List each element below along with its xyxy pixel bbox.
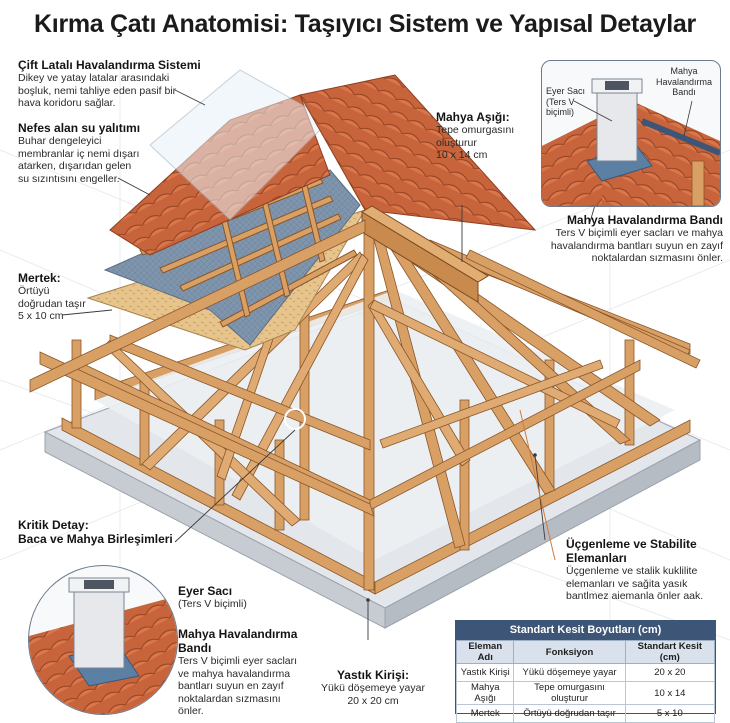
chimney-detail-circle <box>28 565 178 715</box>
inset-illustration <box>542 78 720 206</box>
table-row: Yastık Kirişi Yükü döşemeye yayar 20 x 2… <box>455 663 716 682</box>
header-element: Eleman Adı <box>455 640 515 664</box>
label-vent-system: Çift Latalı Havalandırma Sistemi Dikey v… <box>18 58 201 109</box>
table-cell: Örtüyü doğrudan taşır <box>513 704 626 723</box>
table-cell: Tepe omurgasını oluşturur <box>513 681 626 705</box>
label-base-beam: Yastık Kirişi: Yükü döşemeye yayar 20 x … <box>321 668 425 707</box>
left-rafter <box>29 219 366 393</box>
header-section: Standart Kesit (cm) <box>624 640 716 664</box>
label-ridge-vent: Mahya Havalandırma Bandı Ters V biçimli … <box>178 627 298 717</box>
table-title: Standart Kesit Boyutları (cm) <box>456 621 715 640</box>
dimensions-grid: Eleman Adı Fonksiyon Standart Kesit (cm)… <box>455 640 716 723</box>
leader-lines <box>61 89 596 640</box>
label-ridge-beam: Mahya Aşığı: Tepe omurgasını oluşturur 1… <box>436 110 515 161</box>
label-critical-detail: Kritik Detay: Baca ve Mahya Birleşimleri <box>18 518 173 546</box>
label-membrane: Nefes alan su yalıtımı Buhar dengeleyici… <box>18 121 141 185</box>
table-cell: 20 x 20 <box>624 663 716 682</box>
dimensions-table: Standart Kesit Boyutları (cm) Eleman Adı… <box>455 620 716 723</box>
eave-beam <box>39 351 375 517</box>
detail-marker <box>284 408 306 430</box>
table-cell: 10 x 14 <box>624 681 716 705</box>
roof-tiles-right <box>299 74 537 231</box>
inset-mahya-label: Mahya Havalandırma Bandı <box>655 66 713 97</box>
table-cell: 5 x 10 <box>624 704 716 723</box>
label-rafter: Mertek: Örtüyü doğrudan taşır 5 x 10 cm <box>18 271 86 322</box>
table-cell: Yastık Kirişi <box>455 663 515 682</box>
table-header-row: Eleman Adı Fonksiyon Standart Kesit (cm) <box>455 640 716 664</box>
ridge-detail-inset: Eyer Sacı (Ters V biçimli) Mahya Havalan… <box>541 60 721 207</box>
header-function: Fonksiyon <box>513 640 626 664</box>
table-row: Mertek Örtüyü doğrudan taşır 5 x 10 <box>455 704 716 723</box>
label-flashing: Eyer Sacı (Ters V biçimli) <box>178 584 247 610</box>
table-cell: Yükü döşemeye yayar <box>513 663 626 682</box>
label-inset-band: Mahya Havalandırma Bandı Ters V biçimli … <box>550 213 723 264</box>
circle-illustration <box>29 577 177 714</box>
table-row: Mahya Aşığı Tepe omurgasını oluşturur 10… <box>455 681 716 705</box>
inset-eyer-label: Eyer Sacı (Ters V biçimli) <box>546 86 586 117</box>
page-title: Kırma Çatı Anatomisi: Taşıyıcı Sistem ve… <box>34 10 696 38</box>
table-cell: Mertek <box>455 704 515 723</box>
label-stability: Üçgenleme ve Stabilite Elemanları Üçgenl… <box>566 537 704 602</box>
table-cell: Mahya Aşığı <box>455 681 515 705</box>
